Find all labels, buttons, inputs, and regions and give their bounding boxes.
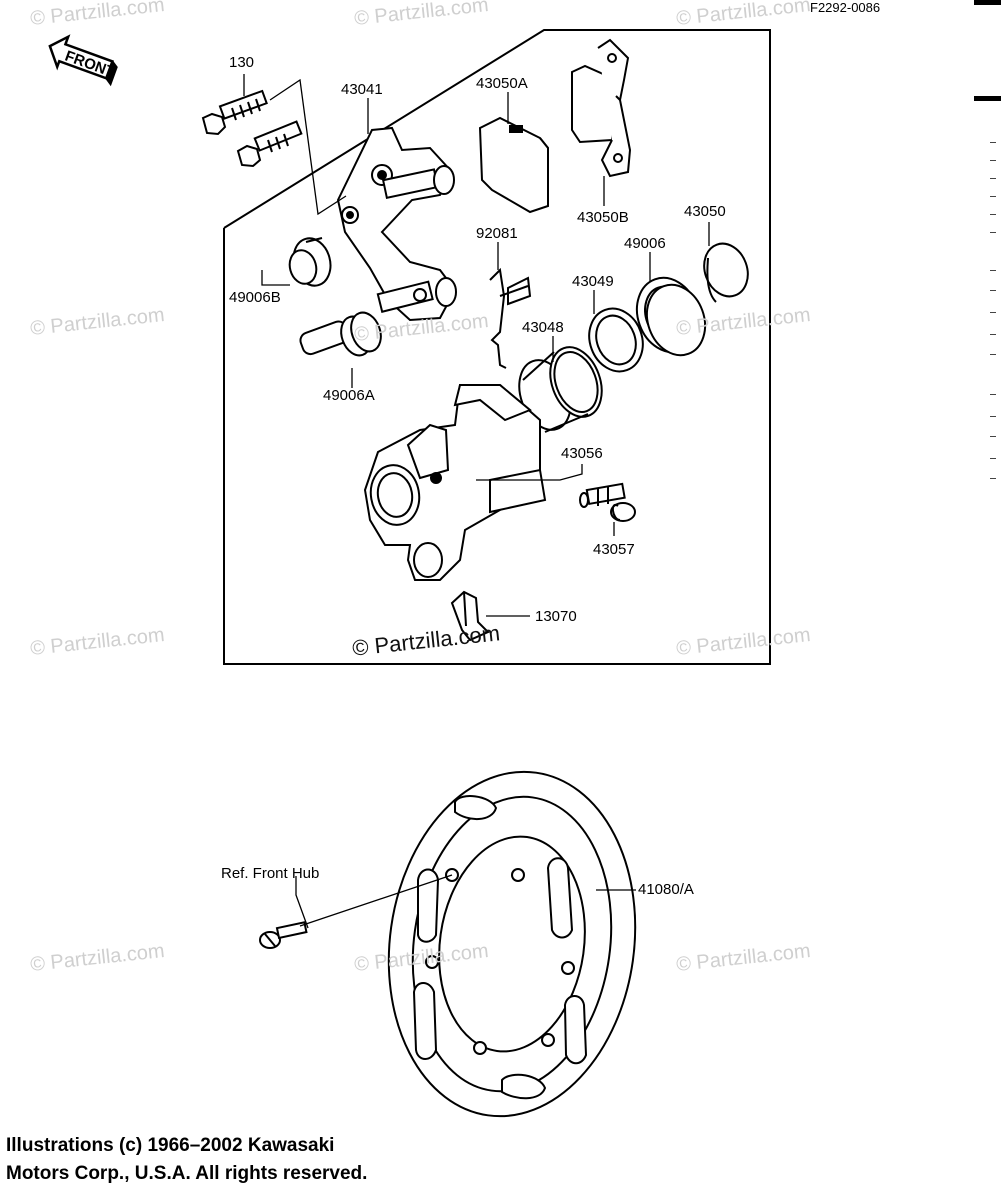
- brake-pad-43050A: [478, 116, 549, 214]
- part-label-43056[interactable]: 43056: [561, 445, 603, 462]
- bleeder-valve: [579, 482, 626, 508]
- caliper-bracket: [336, 126, 457, 322]
- edge-tick: [990, 290, 996, 291]
- brake-disc: [387, 770, 637, 1118]
- part-label-43048[interactable]: 43048: [522, 319, 564, 336]
- dust-seal-49006: [635, 276, 707, 357]
- edge-tick: [990, 214, 996, 215]
- part-label-13070[interactable]: 13070: [535, 608, 577, 625]
- assembly-frame: [223, 29, 771, 665]
- edge-tick: [990, 478, 996, 479]
- part-label-43050a[interactable]: 43050A: [476, 75, 528, 92]
- part-label-49006a[interactable]: 49006A: [323, 387, 375, 404]
- brake-pad-43050B: [571, 38, 632, 178]
- copyright-line-2: Motors Corp., U.S.A. All rights reserved…: [6, 1163, 368, 1184]
- cap-43050: [703, 242, 749, 303]
- part-label-92081[interactable]: 92081: [476, 225, 518, 242]
- bleeder-cap: [610, 502, 636, 522]
- ref-front-hub-label: Ref. Front Hub: [221, 865, 320, 882]
- copyright-line-1: Illustrations (c) 1966–2002 Kawasaki: [6, 1135, 335, 1156]
- clip-13070: [450, 590, 490, 642]
- part-label-49006b[interactable]: 49006B: [229, 289, 281, 306]
- anti-rattle-spring: [489, 267, 532, 369]
- bolt-130-upper: [201, 89, 268, 136]
- boot-49006B: [288, 237, 332, 287]
- piston-seal-43049: [588, 307, 644, 373]
- edge-tick: [990, 458, 996, 459]
- edge-tick: [990, 142, 996, 143]
- edge-tick: [990, 160, 996, 161]
- caliper-body: [363, 384, 547, 581]
- part-label-43041[interactable]: 43041: [341, 81, 383, 98]
- diagram-code: F2292-0086: [810, 0, 881, 15]
- part-label-43050[interactable]: 43050: [684, 203, 726, 220]
- part-label-130[interactable]: 130: [229, 54, 255, 71]
- bolt-130-lower: [236, 120, 303, 168]
- edge-tick: [990, 436, 996, 437]
- edge-tick: [990, 416, 996, 417]
- edge-tick: [990, 178, 996, 179]
- part-label-41080a[interactable]: 41080/A: [638, 881, 694, 898]
- edge-tick: [990, 196, 996, 197]
- edge-mark: [974, 0, 1001, 5]
- pin-49006A: [299, 311, 382, 357]
- part-label-43049[interactable]: 43049: [572, 273, 614, 290]
- edge-tick: [990, 394, 996, 395]
- edge-tick: [990, 270, 996, 271]
- edge-tick: [990, 334, 996, 335]
- part-label-43050b[interactable]: 43050B: [577, 209, 629, 226]
- edge-tick: [990, 312, 996, 313]
- front-arrow: FRONT: [48, 34, 118, 87]
- part-label-43057[interactable]: 43057: [593, 541, 635, 558]
- edge-tick: [990, 232, 996, 233]
- edge-mark: [974, 96, 1001, 101]
- part-label-49006[interactable]: 49006: [624, 235, 666, 252]
- disc-screw: [259, 921, 308, 949]
- edge-tick: [990, 354, 996, 355]
